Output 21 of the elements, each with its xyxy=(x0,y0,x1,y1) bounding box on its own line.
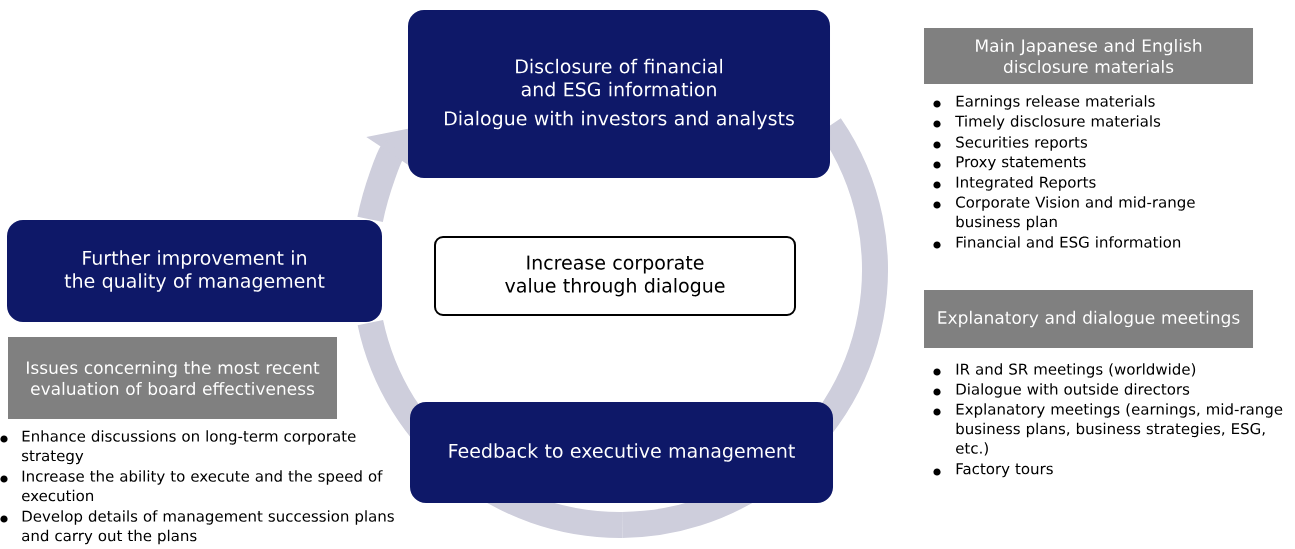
bullet-item: Earnings release materials xyxy=(933,95,1155,110)
bullet-item: Develop details of management succession plans and carry out the plans xyxy=(0,510,394,545)
center-box: Increase corporate value through dialogue xyxy=(434,236,796,316)
bullet-item: Timely disclosure materials xyxy=(933,115,1161,130)
bullet-item: Corporate Vision and mid-range business plan xyxy=(933,196,1195,231)
header-box: Main Japanese and English disclosure materials xyxy=(924,28,1253,84)
header-box: Explanatory and dialogue meetings xyxy=(924,290,1253,348)
bullet-item: Dialogue with outside directors xyxy=(933,383,1190,398)
header-box: Issues concerning the most recent evaluation of board effectiveness xyxy=(8,337,337,419)
bullet-item: Increase the ability to execute and the speed of execution xyxy=(0,470,383,502)
process-box: Further improvement in the quality of management xyxy=(7,220,382,322)
process-box: Feedback to executive management xyxy=(410,402,833,503)
bullet-item: Enhance discussions on long-term corporate strategy xyxy=(0,430,356,465)
bullet-item: Integrated Reports xyxy=(933,176,1096,191)
bullet-item: Proxy statements xyxy=(933,156,1086,171)
bullet-item: Factory tours xyxy=(933,463,1053,478)
bullet-item: Explanatory meetings (earnings, mid-range business plans, business strategies, ESG, etc.) xyxy=(933,403,1283,456)
bullet-item: IR and SR meetings (worldwide) xyxy=(933,363,1196,378)
bullet-item: Financial and ESG information xyxy=(933,236,1181,249)
bullet-item: Securities reports xyxy=(933,136,1088,151)
process-box: Disclosure of financial and ESG information Dialogue with investors and analysts xyxy=(408,10,830,178)
